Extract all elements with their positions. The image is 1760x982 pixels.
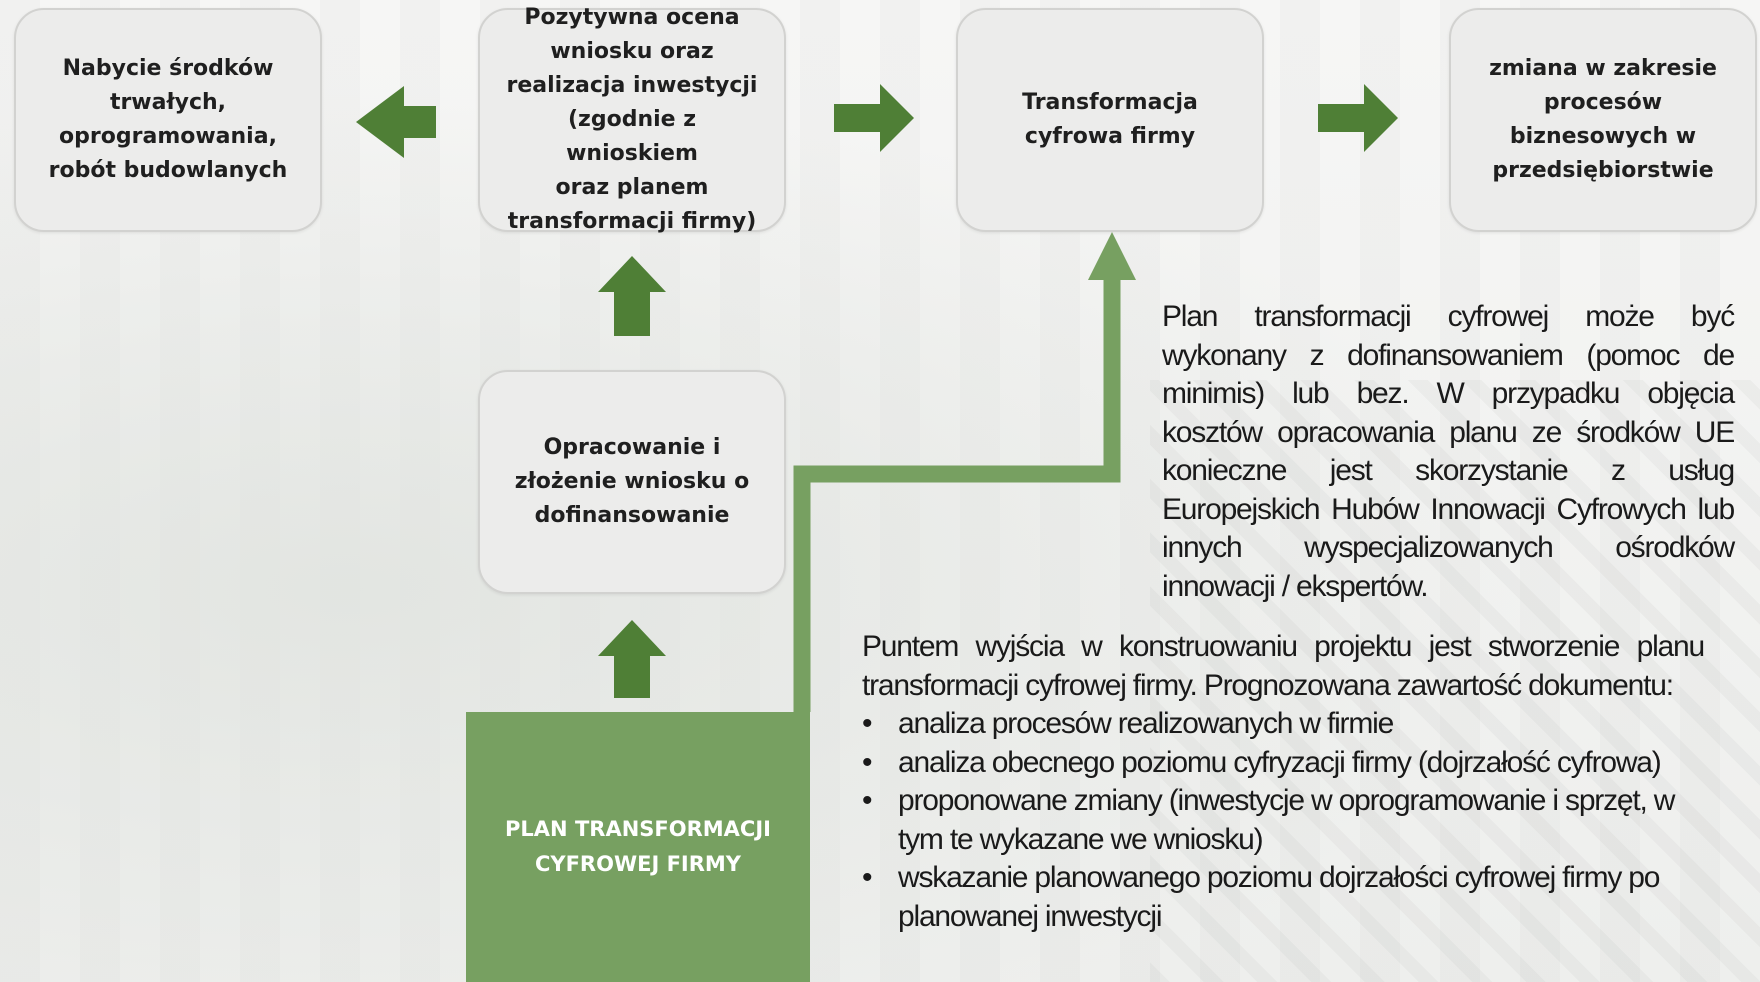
arrow-up-to-transformation (1088, 232, 1136, 280)
box-application-line: złożenie wniosku o (514, 469, 750, 494)
box-approval-line: (zgodnie z wnioskiem (566, 107, 698, 166)
box-change: zmiana w zakresie procesów biznesowych w… (1449, 8, 1757, 232)
arrow-right-1 (834, 84, 914, 152)
box-approval-line: wniosku oraz (550, 39, 714, 64)
arrow-up-2 (598, 620, 666, 698)
connector-line (793, 278, 1121, 712)
box-change-line: zmiana w zakresie (1489, 56, 1717, 81)
box-approval-line: Pozytywna ocena (524, 5, 740, 30)
plan-box-line: PLAN TRANSFORMACJI (505, 817, 771, 841)
list-item: analiza procesów realizowanych w firmie (862, 705, 1704, 744)
box-acquisition-line: robót budowlanych (48, 158, 288, 183)
list-item: analiza obecnego poziomu cyfryzacji firm… (862, 744, 1704, 783)
arrow-up-1 (598, 256, 666, 336)
box-approval-line: realizacja inwestycji (506, 73, 758, 98)
plan-contents-list: analiza procesów realizowanych w firmie … (862, 705, 1704, 936)
list-item: proponowane zmiany (inwestycje w oprogra… (862, 782, 1704, 859)
arrow-left (356, 86, 436, 158)
box-acquisition: Nabycie środków trwałych, oprogramowania… (14, 8, 322, 232)
box-change-line: procesów (1543, 90, 1663, 115)
box-approval: Pozytywna ocena wniosku oraz realizacja … (478, 5, 786, 234)
box-transformation-line: cyfrowa firmy (1024, 124, 1196, 149)
plan-box: PLAN TRANSFORMACJI CYFROWEJ FIRMY (466, 712, 810, 982)
box-acquisition-line: Nabycie środków (62, 56, 274, 81)
box-acquisition-line: oprogramowania, (59, 124, 277, 149)
plan-contents: Puntem wyjścia w konstruowaniu projektu … (862, 628, 1705, 936)
arrow-right-2 (1318, 84, 1398, 152)
plan-contents-intro: Puntem wyjścia w konstruowaniu projektu … (862, 630, 1705, 702)
box-acquisition-line: trwałych, (109, 90, 227, 115)
plan-box-line: CYFROWEJ FIRMY (534, 852, 742, 876)
list-item: wskazanie planowanego poziomu dojrzałośc… (862, 859, 1704, 936)
box-transformation-line: Transformacja (1022, 90, 1198, 115)
box-application-line: dofinansowanie (534, 503, 730, 528)
box-approval-line: transformacji firmy) (507, 209, 757, 234)
box-approval-line: oraz planem (555, 175, 709, 200)
box-change-line: przedsiębiorstwie (1492, 158, 1714, 183)
box-application: Opracowanie i złożenie wniosku o dofinan… (478, 370, 786, 594)
box-application-line: Opracowanie i (543, 435, 721, 460)
box-transformation: Transformacja cyfrowa firmy (956, 8, 1264, 232)
box-change-line: biznesowych w (1509, 124, 1697, 149)
plan-description: Plan transformacji cyfrowej może być wyk… (1162, 300, 1735, 603)
